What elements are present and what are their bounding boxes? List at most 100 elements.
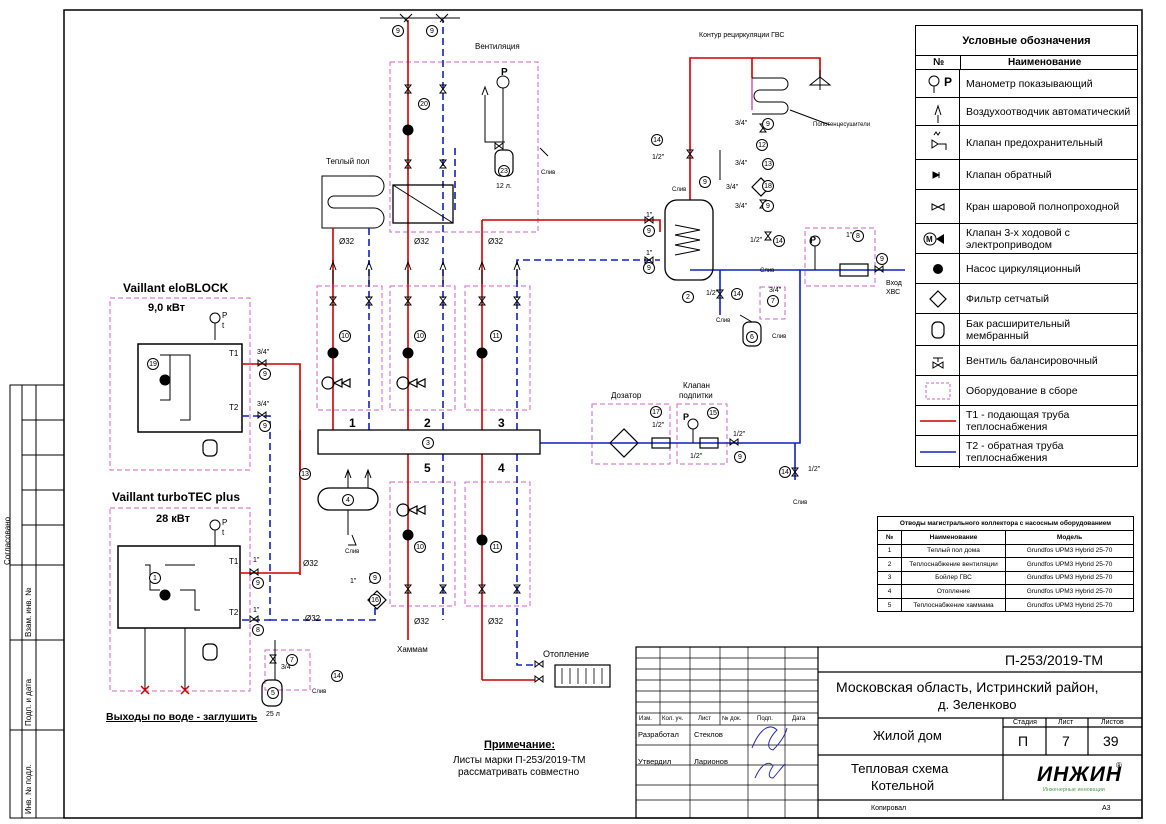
position-marker: 13 [762,158,774,170]
size-label: 1/2" [652,422,665,429]
mesh-filter-icon [916,284,960,313]
plug-markers [140,685,190,695]
logo-reg: ® [1116,761,1122,770]
size-label: 1/2" [652,154,665,161]
table-cell: 4 [878,585,902,598]
side-binding-strip [9,384,65,819]
table-cell: Теплоснабжение вентиляции [902,558,1006,571]
drain-label: Слив [345,549,360,555]
position-marker: 10 [414,541,426,553]
position-marker: 20 [418,98,430,110]
stamp-role-2: Утвердил [638,757,672,766]
position-marker: 18 [762,180,774,192]
stamp-format: А3 [1102,805,1111,812]
input-label-1: Вход [886,280,902,287]
position-marker: 10 [339,330,351,342]
position-marker: 4 [342,494,354,506]
table-cell: Модель [1056,533,1083,541]
makeup-valve-icon [699,437,719,449]
legend-header: № Наименование [916,56,1137,70]
size-label: 3/4" [735,120,748,127]
branch-number-3: 3 [498,416,505,430]
diameter-label: Ø32 [305,614,321,623]
position-marker: 8 [252,624,264,636]
signature-1 [751,726,788,751]
legend-row-text: Т2 - обратная труба теплоснабжения [966,439,1064,464]
legend-row-text: Оборудование в сборе [966,384,1078,397]
table-cell: Grundfos UPM3 Hybrid 25-70 [1026,560,1113,568]
legend-row-text: Вентиль балансировочный [966,354,1098,367]
diameter-label: Ø32 [303,559,319,568]
pump-table: Отводы магистрального коллектора с насос… [877,516,1134,612]
legend-row: Т2 - обратная труба теплоснабжения [916,436,1137,468]
t1-label-2: Т1 [229,557,239,566]
boiler2-name: Vaillant turboTEC plus [112,490,241,504]
position-marker: 2 [682,291,694,303]
towel-rail [752,77,789,115]
towel-label: Полотенцесушители [813,122,871,128]
table-cell: Теплый пол дома [902,544,1006,557]
legend-row-text: Клапан 3-х ходовой с электроприводом [966,226,1070,251]
legend-row-text: Насос циркуляционный [966,262,1081,275]
size-label: 1/2" [733,431,746,438]
stamp-col-izm: Изм. [639,716,652,722]
company-logo: ИНЖИН [1037,763,1123,786]
p-label: P [810,235,817,245]
branch-number-1: 1 [349,416,356,430]
size-label: 3/4" [769,287,782,294]
branch-number-5: 5 [424,461,431,475]
stamp-col-data: Дата [792,716,806,722]
position-marker: 15 [707,407,719,419]
stamp-village: д. Зеленково [938,697,1017,712]
position-marker: 9 [369,572,381,584]
three-way-valve-icon: M [916,224,960,253]
drain-label: Слив [541,170,556,176]
stamp-col-ndok: № док. [722,716,742,722]
air-vents [329,85,521,479]
drain-label: Слив [793,500,808,506]
position-marker: 9 [252,577,264,589]
legend-row: Т1 - подающая труба теплоснабжения [916,406,1137,436]
diameter-label: Ø32 [339,237,355,246]
drain-label: Слив [716,318,731,324]
stamp-title-2: Котельной [871,778,935,793]
vent-assembly [389,61,539,233]
boiler2-assembly [109,507,251,692]
diameter-label: Ø32 [488,237,504,246]
position-marker: 19 [147,358,159,370]
logo-subtitle: Инженерные инновации [1043,787,1105,793]
dhw-safety-assembly [759,286,786,320]
branch4-assembly [464,481,531,607]
table-cell: 1 [878,544,902,557]
t1-label-1: Т1 [229,349,239,358]
branch-number-2: 2 [424,416,431,430]
size-label: 3/4" [735,160,748,167]
position-marker: 9 [643,262,655,274]
assembly-box-icon [916,376,960,405]
makeup-label-1: Клапан [683,381,710,390]
legend-row-text: Кран шаровой полнопроходной [966,200,1120,213]
stamp-col-podp: Подп. [757,716,773,722]
supply-line-icon [916,406,960,435]
size-label: 1/2" [750,237,763,244]
drain-label: Слив [772,334,787,340]
table-cell: № [878,531,902,544]
size-label: 3/4" [726,184,739,191]
position-marker: 14 [651,134,663,146]
note-line-1: Листы марки П-253/2019-ТМ [453,755,586,766]
ball-valves [249,84,884,683]
legend-row: Воздухоотводчик автоматический [916,98,1137,126]
t-label: t [222,321,225,330]
table-cell: Теплоснабжение хаммама [902,598,1006,612]
pump-table-title: Отводы магистрального коллектора с насос… [878,517,1133,531]
stamp-name-1: Стеклов [694,730,723,739]
size-label: 1/2" [808,466,821,473]
legend-row: Бак расширительный мембранный [916,314,1137,346]
stamp-location: Московская область, Истринский район, [836,679,1099,695]
hammam-label: Хаммам [397,645,428,654]
recirc-label: Контур рециркуляции ГВС [699,32,785,39]
